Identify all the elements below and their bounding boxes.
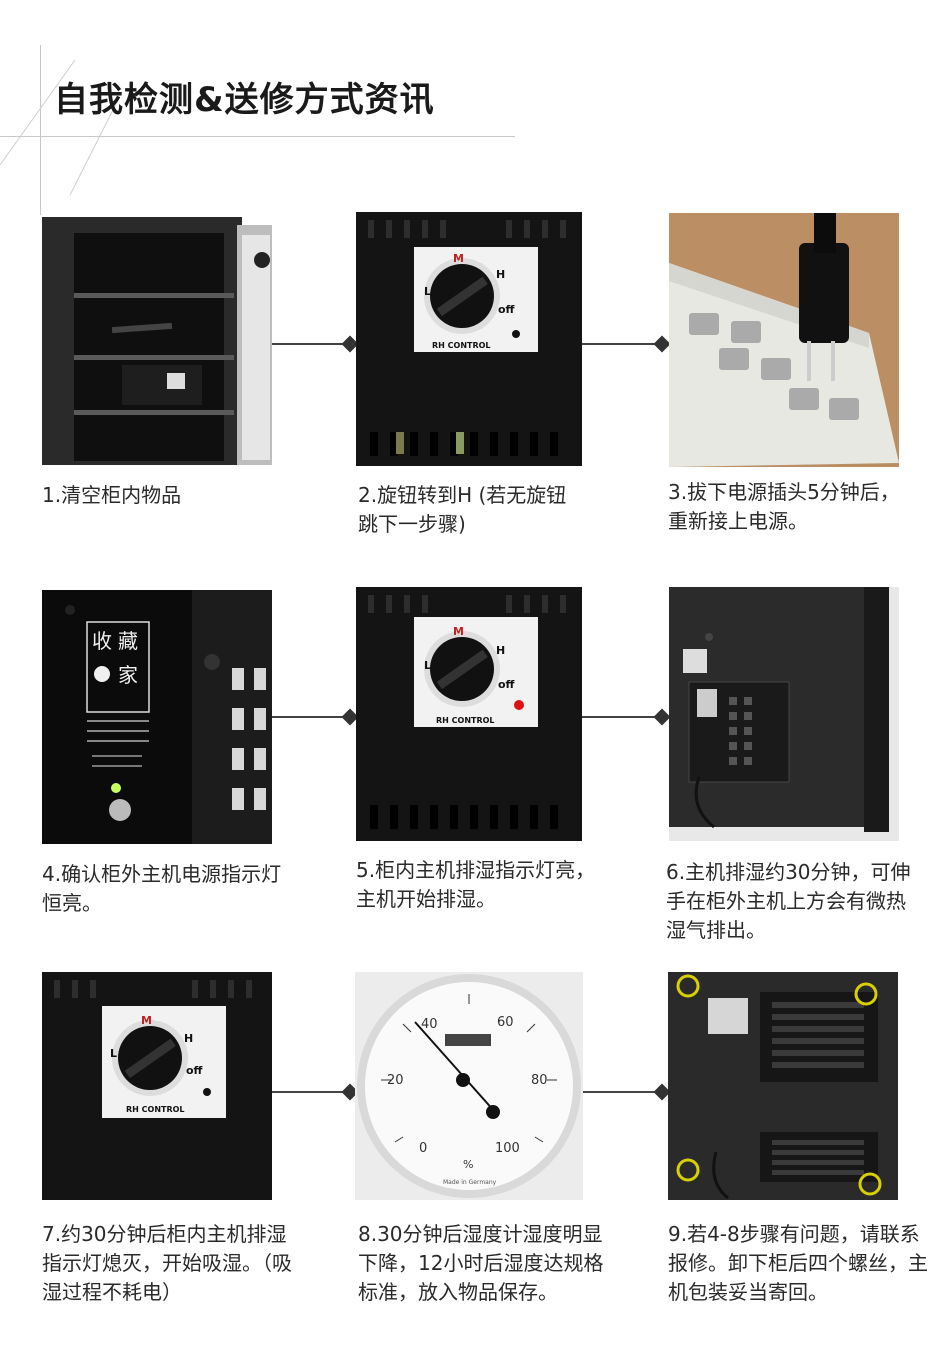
rh-label-l: L: [424, 285, 431, 298]
hygrometer-photo: 0 20 40 60 80 100 % Made in Germany: [355, 972, 583, 1200]
external-host-photo: 收 藏 家: [42, 590, 272, 844]
step-3-caption: 3.拔下电源插头5分钟后，重新接上电源。: [668, 480, 900, 533]
rh-control-label: RH CONTROL: [126, 1105, 185, 1114]
power-strip-photo: [669, 213, 899, 467]
logo-char-2: 藏: [118, 629, 138, 653]
step-4-caption: 4.确认柜外主机电源指示灯恒亮。: [42, 862, 282, 915]
header-rule-horizontal: [0, 136, 515, 137]
step-6-caption: 6.主机排湿约30分钟，可伸手在柜外主机上方会有微热湿气排出。: [666, 860, 911, 942]
step-8-caption: 8.30分钟后湿度计湿度明显下降，12小时后湿度达规格标准，放入物品保存。: [358, 1222, 604, 1304]
rh-label-m: M: [453, 625, 464, 638]
step-9-caption: 9.若4-8步骤有问题，请联系报修。卸下柜后四个螺丝，主机包装妥当寄回。: [668, 1222, 928, 1304]
rh-label-h: H: [496, 268, 505, 281]
rh-label-h: H: [496, 644, 505, 657]
hygrometer-tick-0: 0: [419, 1141, 427, 1156]
rh-label-m: M: [141, 1014, 152, 1027]
hygrometer-tick-20: 20: [387, 1073, 404, 1088]
step-1-caption: 1.清空柜内物品: [42, 483, 182, 507]
step-2-caption: 2.旋钮转到H (若无旋钮跳下一步骤): [358, 483, 567, 536]
hygrometer-tick-40: 40: [421, 1017, 438, 1032]
rh-label-l: L: [110, 1047, 117, 1060]
logo-char-1: 收: [92, 629, 112, 653]
rh-label-off: off: [498, 678, 515, 691]
rh-label-off: off: [186, 1064, 203, 1077]
row2-node-b: [653, 708, 671, 726]
hygrometer-tick-100: 100: [495, 1141, 520, 1156]
host-screws-photo: [668, 972, 898, 1200]
cabinet-side-host-photo: [669, 587, 899, 841]
rh-control-photo-off: L M H off RH CONTROL: [42, 972, 272, 1200]
step-7-caption: 7.约30分钟后柜内主机排湿指示灯熄灭，开始吸湿。（吸湿过程不耗电）: [42, 1222, 292, 1304]
hygrometer-tick-80: 80: [531, 1073, 548, 1088]
hygrometer-tick-60: 60: [497, 1015, 514, 1030]
rh-control-photo-h: L M H off RH CONTROL: [356, 212, 582, 466]
rh-control-label: RH CONTROL: [432, 341, 491, 350]
row1-node-b: [653, 335, 671, 353]
rh-label-l: L: [424, 659, 431, 672]
logo-char-3: 家: [118, 663, 138, 687]
header-rule-vertical: [40, 45, 41, 215]
page-title: 自我检测&送修方式资讯: [54, 80, 435, 120]
cabinet-empty-photo: [42, 215, 272, 465]
step-5-caption: 5.柜内主机排湿指示灯亮，主机开始排湿。: [356, 858, 596, 911]
rh-label-m: M: [453, 252, 464, 265]
hygrometer-brand: Made in Germany: [443, 1179, 497, 1186]
rh-control-label: RH CONTROL: [436, 716, 495, 725]
rh-label-h: H: [184, 1032, 193, 1045]
rh-label-off: off: [498, 303, 515, 316]
hygrometer-unit: %: [463, 1158, 473, 1171]
rh-control-photo-dehumidify: L M H off RH CONTROL: [356, 587, 582, 841]
